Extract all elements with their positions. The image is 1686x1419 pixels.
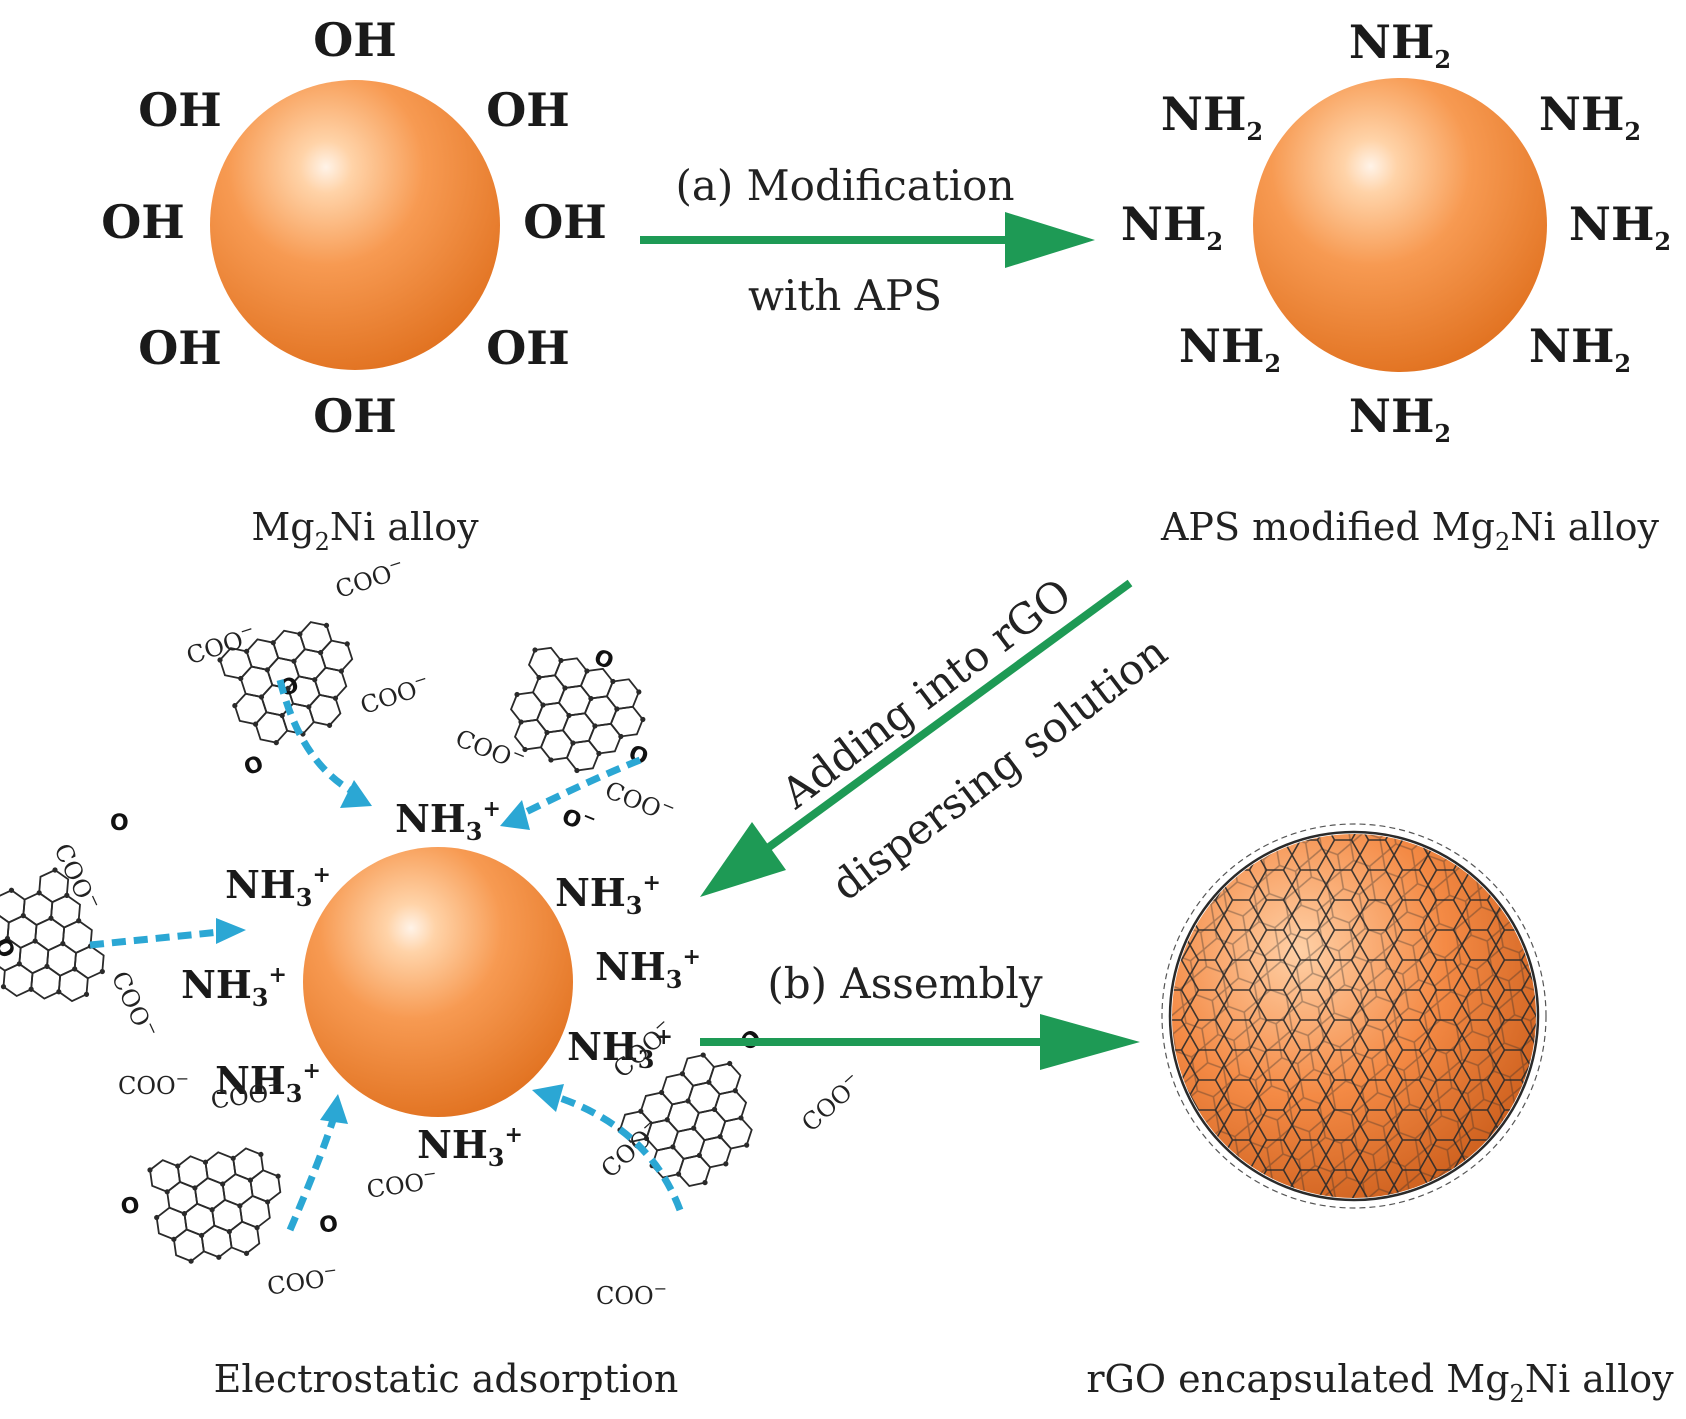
aps-sphere-group: NH2 NH2 NH2 NH2 NH2 NH2 NH2 NH2 [1121,15,1671,448]
orange-sphere-icon [210,80,500,370]
oh-label: OH [486,321,570,375]
graphene-sheet-icon: COO− COO− COO− O O [119,1074,440,1301]
oh-label: OH [313,13,397,67]
o-atom: O [110,811,129,836]
step-b-arrow: (b) Assembly [700,959,1140,1070]
coo-label: COO− [331,553,408,604]
coo-label: COO− [265,1260,340,1301]
coo-label: COO− [356,668,433,719]
nh3-label: NH3+ [417,1122,523,1172]
nh2-label: NH2 [1349,15,1451,74]
adding-arrow: Adding into rGO dispersing solution [700,569,1176,910]
nh3-label: NH3+ [567,1024,673,1074]
o-atom: O [119,1193,141,1220]
rgo-wrapped-sphere-icon [1161,823,1547,1209]
nh3-label: NH3+ [595,944,701,994]
graphene-sheet-icon: COO− COO− COO− O [596,1013,868,1206]
step-a-arrow: (a) Modification with APS [640,161,1095,320]
graphene-sheet-icon: COO− COO− COO− O O [183,553,433,781]
nh2-label: NH2 [1179,319,1281,378]
adding-label-line1: Adding into rGO [771,569,1080,819]
caption-mg2ni: Mg2Ni alloy [251,505,479,556]
dashed-blue-arrow-heads [216,780,564,1124]
step-a-label-line2: with APS [748,271,942,320]
nh3-label: NH3+ [225,862,331,912]
nh2-labels: NH2 NH2 NH2 NH2 NH2 NH2 NH2 NH2 [1121,15,1671,448]
coo-label: COO− [596,1279,667,1310]
o-atom: O [318,1211,340,1238]
oh-label: OH [138,321,222,375]
coo-label: COO− [106,966,164,1044]
o-minus: O− [558,799,599,840]
nh2-label: NH2 [1529,319,1631,378]
coo-label: COO− [365,1163,440,1204]
step-b-label: (b) Assembly [767,959,1042,1008]
nh2-label: NH2 [1161,87,1263,146]
coo-label: COO− [118,1069,189,1100]
nh2-label: NH2 [1121,197,1223,256]
nh2-label: NH2 [1349,389,1451,448]
step-a-label-line1: (a) Modification [676,161,1015,210]
nh2-label: NH2 [1569,197,1671,256]
green-arrow-head [1005,212,1095,268]
graphene-sheet-icon: COO− COO− O [0,839,164,1044]
o-atom: O [0,935,19,963]
nh2-label: NH2 [1539,87,1641,146]
oh-label: OH [101,195,185,249]
orange-sphere-icon [303,847,573,1117]
nh3-label: NH3+ [395,796,501,846]
mg2ni-sphere-group: OH OH OH OH OH OH OH OH [101,13,607,443]
oh-label: OH [486,83,570,137]
oh-label: OH [313,389,397,443]
o-atom: O [241,751,267,781]
green-arrow-head [700,822,786,897]
nh3-label: NH3+ [215,1058,321,1108]
coo-label: COO− [794,1067,868,1138]
oh-label: OH [523,195,607,249]
nh3-labels: NH3+ NH3+ NH3+ NH3+ NH3+ NH3+ NH3+ NH3+ [181,796,701,1172]
caption-rgo-encapsulated: rGO encapsulated Mg2Ni alloy [1086,1357,1674,1408]
coo-label: COO− [601,773,679,828]
orange-sphere-icon [1253,78,1547,372]
electrostatic-group: NH3+ NH3+ NH3+ NH3+ NH3+ NH3+ NH3+ NH3+ … [0,553,868,1310]
caption-electrostatic: Electrostatic adsorption [214,1357,679,1401]
green-arrow-icon [762,579,1133,854]
dashed-blue-arrow-icon [89,679,684,1232]
nh3-label: NH3+ [555,870,661,920]
green-arrow-head [1040,1014,1140,1070]
oh-label: OH [138,83,222,137]
nh3-label: NH3+ [181,962,287,1012]
caption-aps-modified: APS modified Mg2Ni alloy [1160,505,1660,556]
